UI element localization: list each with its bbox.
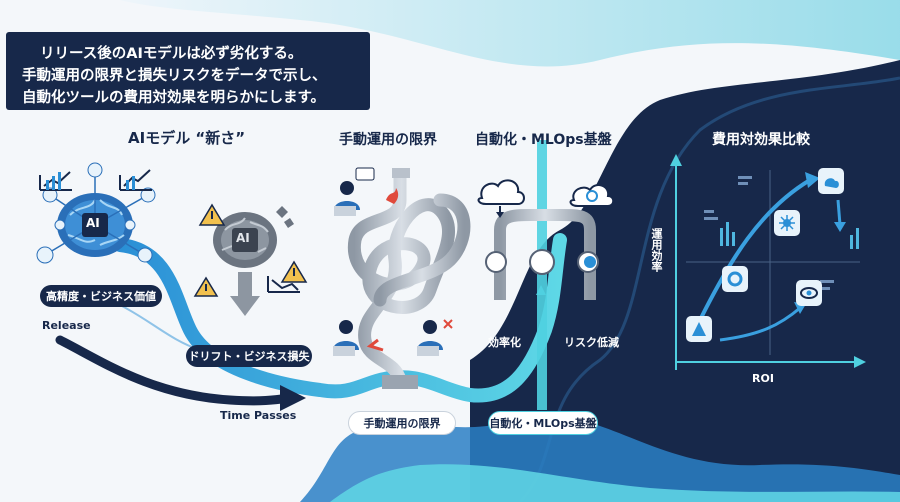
brain-network (36, 162, 156, 264)
intro-line-1: リリース後のAIモデルは必ず劣化する。 (40, 46, 303, 62)
section-title-manual-limits: 手動運用の限界 (339, 132, 437, 148)
tangled-pipes (347, 168, 471, 387)
efficiency-label: 効率化 (488, 336, 521, 349)
decline-chart (267, 276, 300, 293)
matrix-x-axis-label: ROI (752, 372, 774, 385)
section-title-cost-comparison: 費用対効果比較 (712, 132, 810, 148)
time-flow (55, 335, 295, 406)
manual-limits-badge: 手動運用の限界 (348, 411, 456, 435)
top-wave (120, 0, 900, 67)
dark-wave (470, 60, 900, 502)
risk-reduction-label: リスク低減 (564, 336, 619, 349)
intro-box (6, 32, 370, 110)
drift-loss-badge: ドリフト・ビジネス損失 (186, 345, 312, 367)
growth-charts (39, 169, 152, 191)
section-title-ai-freshness: AIモデル “新さ” (128, 129, 246, 147)
intro-line-2: 手動運用の限界と損失リスクをデータで示し、 (22, 68, 327, 84)
matrix-y-axis-label: 運用効率 (650, 228, 663, 272)
high-accuracy-badge: 高精度・ビジネス価値 (40, 285, 162, 307)
section-title-automation: 自動化・MLOps基盤 (475, 132, 612, 148)
matrix-tiles (686, 168, 844, 342)
time-passes-label: Time Passes (220, 409, 297, 422)
degraded-brain (213, 206, 294, 316)
intro-line-3: 自動化ツールの費用対効果を明らかにします。 (22, 90, 326, 106)
ai-chip-label: AI (86, 216, 100, 230)
automation-badge: 自動化・MLOps基盤 (488, 411, 598, 435)
warning-icons (193, 203, 308, 297)
cloud-icons (477, 179, 615, 218)
ai-degraded-label: AI (236, 231, 250, 245)
matrix-axes (670, 154, 866, 370)
release-label: Release (42, 319, 91, 332)
operators (333, 167, 453, 356)
